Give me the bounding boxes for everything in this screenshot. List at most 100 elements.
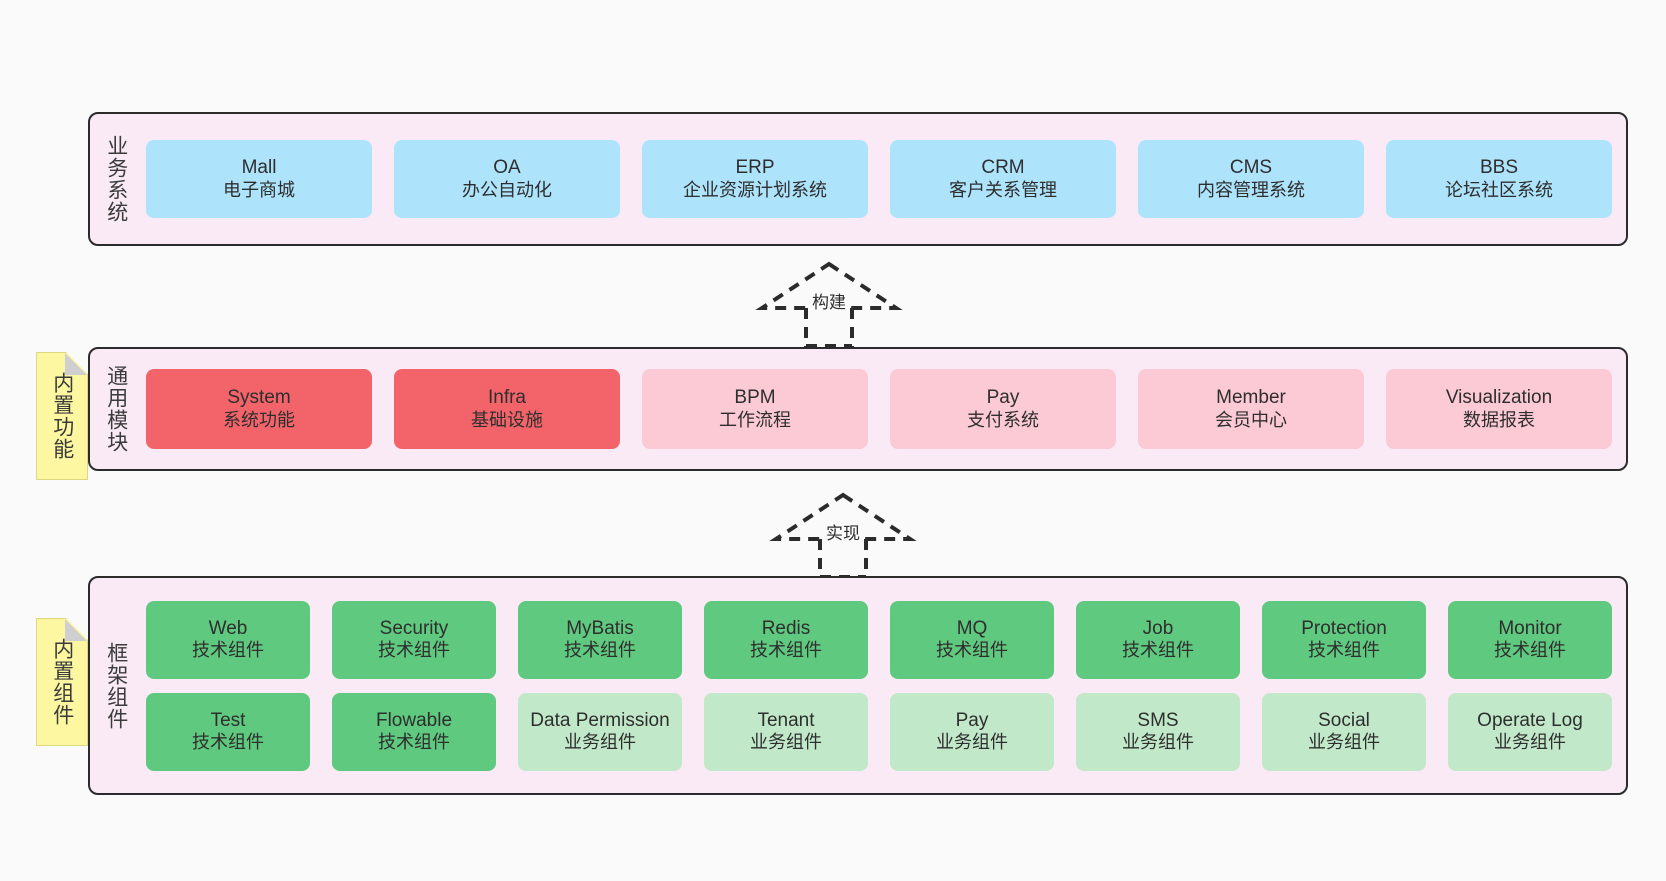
layer-common-modules: 通用模块 System 系统功能 Infra 基础设施 BPM 工作流程 Pay… bbox=[88, 347, 1628, 471]
card-title: Data Permission bbox=[530, 709, 670, 731]
card-row: Mall 电子商城 OA 办公自动化 ERP 企业资源计划系统 CRM 客户关系… bbox=[146, 140, 1612, 218]
card-subtitle: 技术组件 bbox=[378, 732, 450, 753]
card-subtitle: 技术组件 bbox=[564, 640, 636, 661]
layer-framework-components: 框架组件 Web 技术组件 Security 技术组件 MyBatis 技术组件… bbox=[88, 576, 1628, 795]
card-title: Infra bbox=[487, 387, 527, 409]
card-mall[interactable]: Mall 电子商城 bbox=[146, 140, 372, 218]
card-title: MQ bbox=[956, 617, 988, 639]
card-mq[interactable]: MQ 技术组件 bbox=[890, 600, 1054, 679]
card-job[interactable]: Job 技术组件 bbox=[1076, 600, 1240, 679]
connector-build: 构建 bbox=[754, 258, 904, 348]
layer-body-common-modules: System 系统功能 Infra 基础设施 BPM 工作流程 Pay 支付系统… bbox=[142, 349, 1626, 469]
card-title: Pay bbox=[986, 387, 1020, 409]
card-row: Test 技术组件 Flowable 技术组件 Data Permission … bbox=[146, 692, 1612, 771]
card-title: Member bbox=[1216, 387, 1286, 409]
card-title: SMS bbox=[1137, 709, 1179, 731]
card-subtitle: 数据报表 bbox=[1463, 409, 1535, 430]
card-subtitle: 业务组件 bbox=[564, 732, 636, 753]
card-subtitle: 技术组件 bbox=[192, 732, 264, 753]
card-subtitle: 支付系统 bbox=[967, 409, 1039, 430]
layer-body-business: Mall 电子商城 OA 办公自动化 ERP 企业资源计划系统 CRM 客户关系… bbox=[142, 114, 1626, 244]
card-subtitle: 基础设施 bbox=[471, 409, 543, 430]
card-title: Monitor bbox=[1498, 617, 1562, 639]
card-cms[interactable]: CMS 内容管理系统 bbox=[1138, 140, 1364, 218]
connector-label-build: 构建 bbox=[809, 288, 849, 313]
card-row: Web 技术组件 Security 技术组件 MyBatis 技术组件 Redi… bbox=[146, 600, 1612, 679]
card-subtitle: 技术组件 bbox=[1494, 640, 1566, 661]
card-operate-log[interactable]: Operate Log 业务组件 bbox=[1448, 692, 1612, 771]
card-subtitle: 技术组件 bbox=[750, 640, 822, 661]
card-bbs[interactable]: BBS 论坛社区系统 bbox=[1386, 140, 1612, 218]
note-builtin-component: 内置组件 bbox=[36, 618, 88, 746]
card-subtitle: 技术组件 bbox=[1308, 640, 1380, 661]
folded-corner-icon bbox=[65, 353, 87, 375]
card-subtitle: 技术组件 bbox=[1122, 640, 1194, 661]
card-title: BBS bbox=[1479, 157, 1519, 179]
card-infra[interactable]: Infra 基础设施 bbox=[394, 369, 620, 449]
card-oa[interactable]: OA 办公自动化 bbox=[394, 140, 620, 218]
card-title: Security bbox=[379, 617, 449, 639]
layer-title-framework-components: 框架组件 bbox=[104, 641, 128, 730]
note-label: 内置功能 bbox=[50, 372, 74, 460]
card-pay-business[interactable]: Pay 业务组件 bbox=[890, 692, 1054, 771]
card-subtitle: 技术组件 bbox=[936, 640, 1008, 661]
card-subtitle: 电子商城 bbox=[223, 179, 295, 200]
card-subtitle: 会员中心 bbox=[1215, 409, 1287, 430]
card-subtitle: 论坛社区系统 bbox=[1445, 179, 1553, 200]
card-title: Social bbox=[1318, 709, 1370, 731]
card-subtitle: 系统功能 bbox=[223, 409, 295, 430]
card-title: BPM bbox=[734, 387, 776, 409]
card-title: Visualization bbox=[1445, 387, 1553, 409]
card-erp[interactable]: ERP 企业资源计划系统 bbox=[642, 140, 868, 218]
card-protection[interactable]: Protection 技术组件 bbox=[1262, 600, 1426, 679]
card-title: Web bbox=[208, 617, 248, 639]
card-title: Protection bbox=[1301, 617, 1387, 639]
card-test[interactable]: Test 技术组件 bbox=[146, 692, 310, 771]
card-subtitle: 工作流程 bbox=[719, 409, 791, 430]
card-bpm[interactable]: BPM 工作流程 bbox=[642, 369, 868, 449]
card-title: Flowable bbox=[375, 709, 453, 731]
card-subtitle: 业务组件 bbox=[936, 732, 1008, 753]
layer-business-system: 业务系统 Mall 电子商城 OA 办公自动化 ERP 企业资源计划系统 CRM… bbox=[88, 112, 1628, 246]
note-builtin-function: 内置功能 bbox=[36, 352, 88, 480]
card-subtitle: 业务组件 bbox=[750, 732, 822, 753]
card-title: MyBatis bbox=[566, 617, 634, 639]
card-title: Tenant bbox=[757, 709, 815, 731]
layer-title-business: 业务系统 bbox=[104, 135, 128, 223]
card-subtitle: 技术组件 bbox=[192, 640, 264, 661]
note-label: 内置组件 bbox=[50, 638, 74, 726]
card-title: Test bbox=[210, 709, 246, 731]
card-web[interactable]: Web 技术组件 bbox=[146, 600, 310, 679]
card-visualization[interactable]: Visualization 数据报表 bbox=[1386, 369, 1612, 449]
card-member[interactable]: Member 会员中心 bbox=[1138, 369, 1364, 449]
card-title: OA bbox=[493, 157, 521, 179]
card-subtitle: 业务组件 bbox=[1308, 732, 1380, 753]
card-crm[interactable]: CRM 客户关系管理 bbox=[890, 140, 1116, 218]
card-subtitle: 业务组件 bbox=[1122, 732, 1194, 753]
card-title: Redis bbox=[761, 617, 811, 639]
card-title: ERP bbox=[735, 157, 775, 179]
card-subtitle: 办公自动化 bbox=[462, 179, 552, 200]
card-tenant[interactable]: Tenant 业务组件 bbox=[704, 692, 868, 771]
card-title: System bbox=[227, 387, 291, 409]
card-subtitle: 内容管理系统 bbox=[1197, 179, 1305, 200]
card-sms[interactable]: SMS 业务组件 bbox=[1076, 692, 1240, 771]
card-title: CRM bbox=[981, 157, 1025, 179]
card-title: Operate Log bbox=[1477, 709, 1583, 731]
card-redis[interactable]: Redis 技术组件 bbox=[704, 600, 868, 679]
card-security[interactable]: Security 技术组件 bbox=[332, 600, 496, 679]
card-social[interactable]: Social 业务组件 bbox=[1262, 692, 1426, 771]
card-mybatis[interactable]: MyBatis 技术组件 bbox=[518, 600, 682, 679]
card-system[interactable]: System 系统功能 bbox=[146, 369, 372, 449]
card-data-permission[interactable]: Data Permission 业务组件 bbox=[518, 692, 682, 771]
card-pay[interactable]: Pay 支付系统 bbox=[890, 369, 1116, 449]
card-title: Pay bbox=[955, 709, 989, 731]
card-subtitle: 客户关系管理 bbox=[949, 179, 1057, 200]
card-monitor[interactable]: Monitor 技术组件 bbox=[1448, 600, 1612, 679]
card-row: System 系统功能 Infra 基础设施 BPM 工作流程 Pay 支付系统… bbox=[146, 369, 1612, 449]
card-flowable[interactable]: Flowable 技术组件 bbox=[332, 692, 496, 771]
card-subtitle: 业务组件 bbox=[1494, 732, 1566, 753]
layer-title-common-modules: 通用模块 bbox=[104, 365, 128, 453]
folded-corner-icon bbox=[65, 619, 87, 641]
